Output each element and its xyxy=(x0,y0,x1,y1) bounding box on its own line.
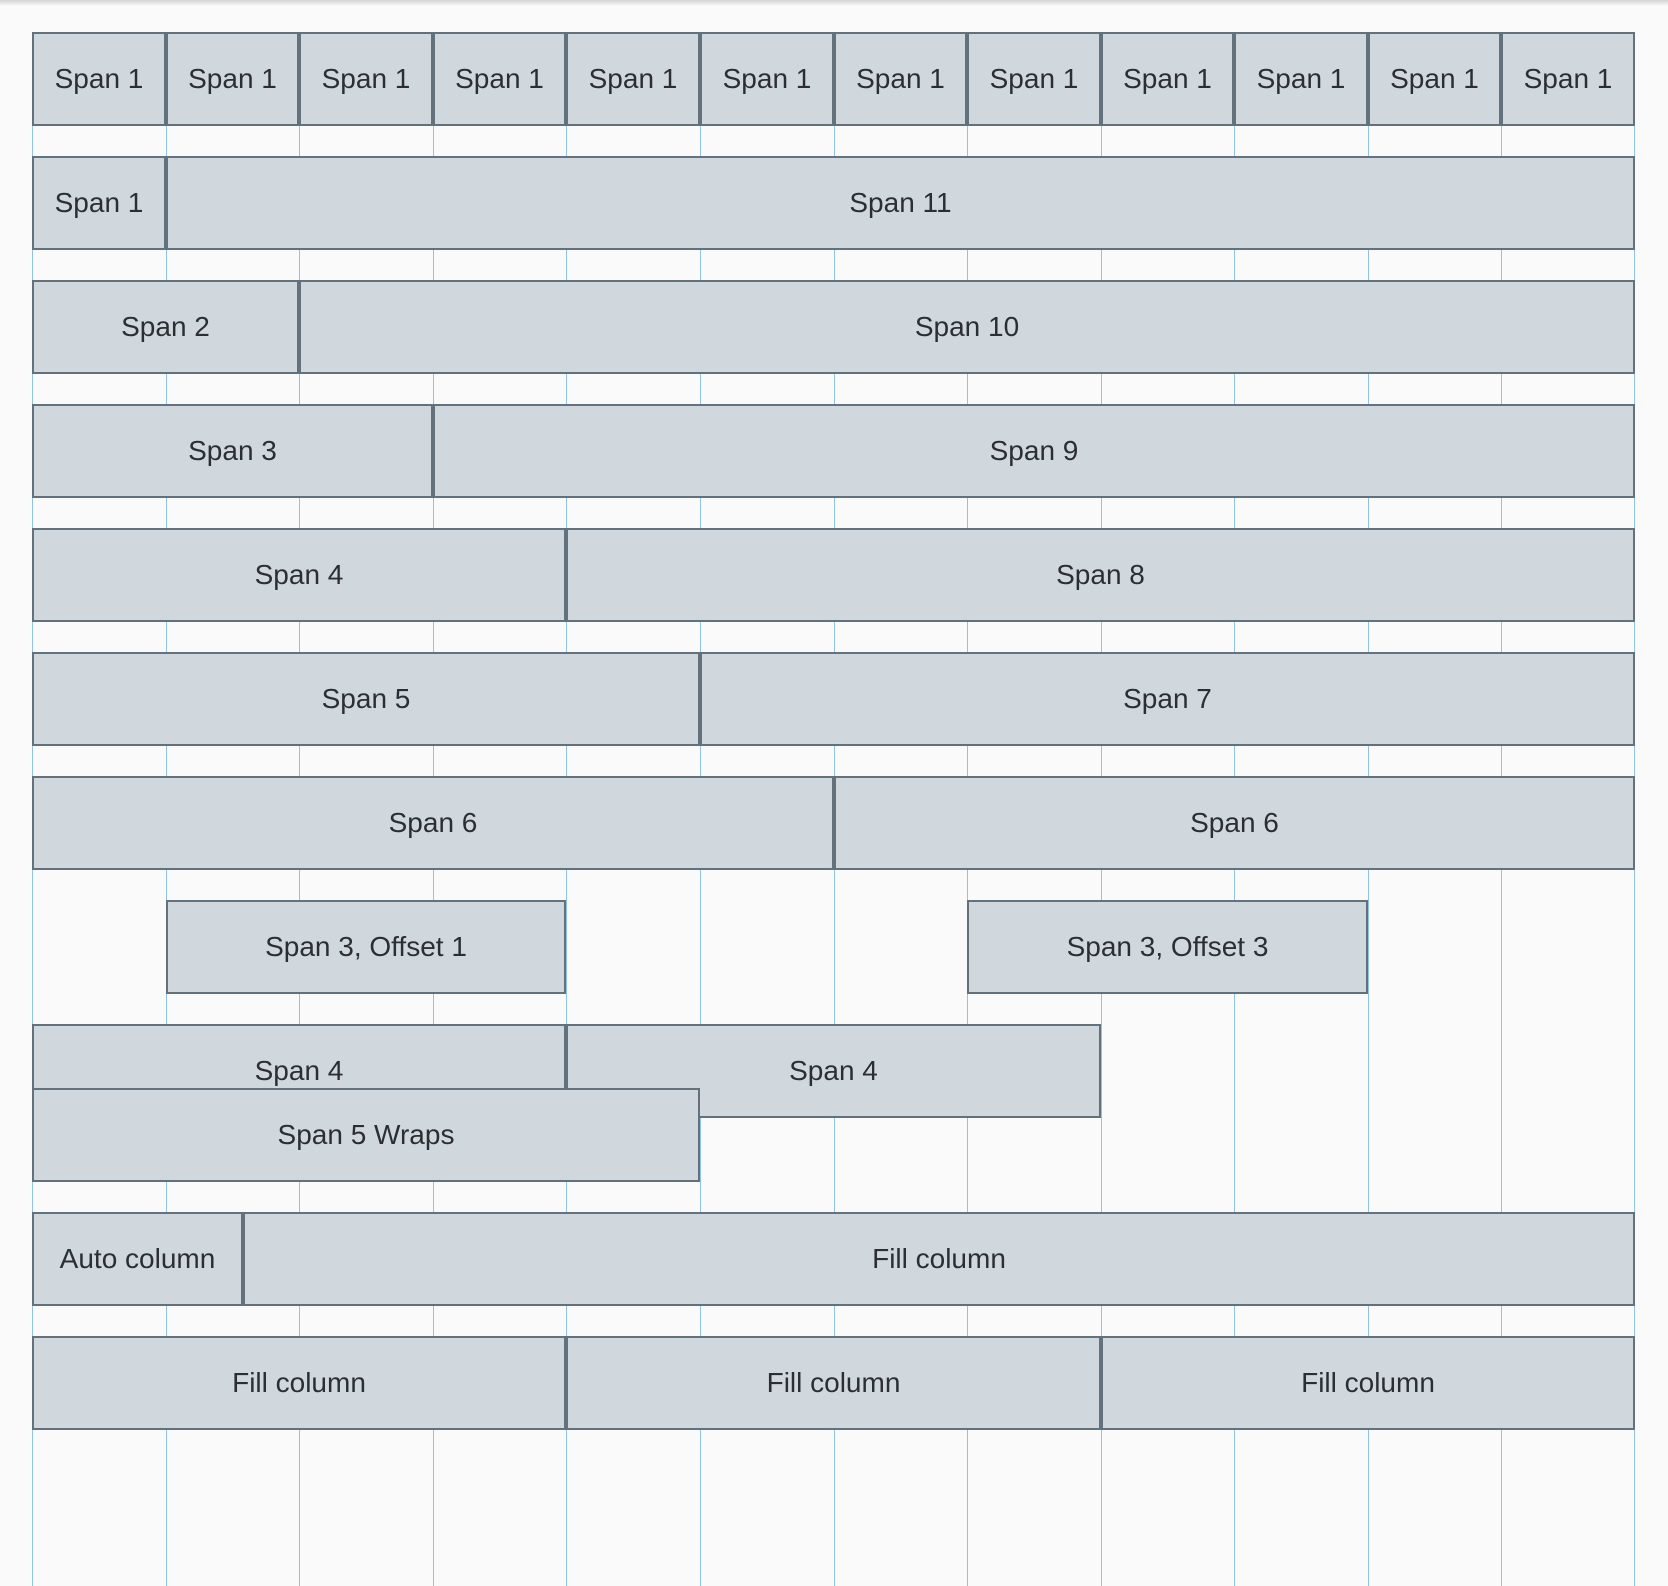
grid-cell: Span 6 xyxy=(32,776,834,870)
grid-cell: Fill column xyxy=(243,1212,1635,1306)
grid-cell: Span 6 xyxy=(834,776,1635,870)
grid-cell: Span 1 xyxy=(834,32,967,126)
grid-cell: Span 1 xyxy=(299,32,433,126)
grid-cell: Span 1 xyxy=(1501,32,1635,126)
grid-cell: Span 5 Wraps xyxy=(32,1088,700,1182)
grid-cell: Auto column xyxy=(32,1212,243,1306)
app-bar-shadow xyxy=(0,0,1668,6)
grid-cell: Span 10 xyxy=(299,280,1635,374)
grid-cell: Span 9 xyxy=(433,404,1635,498)
grid-cell: Span 1 xyxy=(566,32,700,126)
grid-cell: Span 3, Offset 1 xyxy=(166,900,566,994)
grid-cell: Span 1 xyxy=(1101,32,1234,126)
grid-cell: Span 3 xyxy=(32,404,433,498)
grid-cell: Fill column xyxy=(32,1336,566,1430)
grid-cell: Span 8 xyxy=(566,528,1635,622)
grid-cell: Span 5 xyxy=(32,652,700,746)
grid-cell: Fill column xyxy=(1101,1336,1635,1430)
grid-cell: Span 1 xyxy=(1368,32,1501,126)
grid-cell: Span 4 xyxy=(32,528,566,622)
grid-cell: Span 1 xyxy=(32,156,166,250)
grid-cell: Span 1 xyxy=(433,32,566,126)
grid-cell: Span 11 xyxy=(166,156,1635,250)
grid-cell: Span 1 xyxy=(1234,32,1368,126)
grid-cell: Span 1 xyxy=(32,32,166,126)
grid-cell: Span 4 xyxy=(566,1024,1101,1118)
grid-cell: Span 1 xyxy=(166,32,299,126)
grid-cell: Fill column xyxy=(566,1336,1101,1430)
grid-cell: Span 1 xyxy=(700,32,834,126)
grid-cell: Span 3, Offset 3 xyxy=(967,900,1368,994)
grid-cell: Span 1 xyxy=(967,32,1101,126)
grid-cell: Span 2 xyxy=(32,280,299,374)
grid-cell: Span 7 xyxy=(700,652,1635,746)
